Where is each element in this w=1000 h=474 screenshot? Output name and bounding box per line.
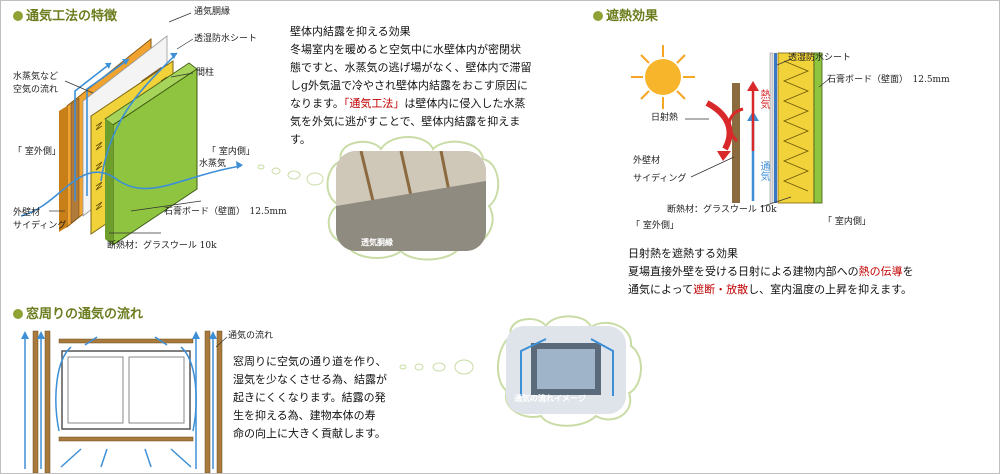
gypsum-board-2 <box>813 52 823 204</box>
cloud-caption-vent-batten: 透気胴縁 <box>361 238 393 247</box>
board-edge <box>105 119 113 245</box>
label-stud: 間柱 <box>196 68 215 78</box>
sun-icon <box>631 45 695 109</box>
window-flow-arrows <box>24 336 214 469</box>
label-heat-air: 熱気 <box>758 89 769 109</box>
ventilation-description: 壁体内結露を抑える効果 冬場室内を暖めると空気中に水壁体内が密閉状 態ですと、水… <box>290 23 560 149</box>
window-description: 窓周りに空気の通り道を作り、 湿気を少なくさせる為、結露が 起きにくくなります。… <box>233 355 387 440</box>
window-battens <box>32 330 223 473</box>
label-outdoor: 「 室外側」 <box>13 147 61 157</box>
arrow-heads <box>105 53 243 169</box>
leader-lines <box>49 12 202 234</box>
siding-edge <box>59 106 67 232</box>
label-exterior: 外壁材 サイディング <box>13 208 67 231</box>
label-ventilation: 通気 <box>758 161 769 181</box>
cloud-caption-window-flow: 通気の流れイメージ <box>514 394 586 403</box>
bullet-icon <box>13 11 23 21</box>
bullet-icon <box>13 309 23 319</box>
heat-shield-description: 日射熱を遮熱する効果 夏場直接外壁を受ける日射による建物内部への熱の伝導を 通気… <box>628 245 968 299</box>
window-pane-left <box>67 356 124 424</box>
bullet-icon <box>593 11 603 21</box>
section-heading-window: 窓周りの通気の流れ <box>13 307 143 323</box>
highlight-ventilation-method: 「通気工法」 <box>343 97 405 110</box>
cloud-2-photo <box>506 326 626 414</box>
solar-heat-arrow <box>705 100 733 151</box>
label-insulation: 断熱材：グラスウール 10k <box>107 241 217 251</box>
ventilation-wall-diagram <box>20 12 243 246</box>
section-heading-ventilation: 通気工法の特徴 <box>13 9 117 25</box>
bubble-dots-1 <box>257 164 324 186</box>
label-indoor: 「 室内側」 <box>207 147 255 157</box>
insulation-layer-2 <box>777 52 815 204</box>
body-title: 壁体内結露を抑える効果 <box>290 25 411 38</box>
cloud-1-photo <box>336 151 486 251</box>
highlight-heat-conduction: 熱の伝導 <box>858 265 903 278</box>
label-indoor-2: 「 室内側」 <box>823 217 871 227</box>
label-vapor: 水蒸気 <box>199 159 227 169</box>
siding-board <box>732 83 740 203</box>
body-title-2: 日射熱を遮熱する効果 <box>628 247 738 260</box>
label-flow: 通気の流れ <box>228 331 274 341</box>
window-pane-right <box>128 356 185 424</box>
label-vent-batten: 通気胴縁 <box>194 7 231 17</box>
label-board: 石膏ボード（壁面） 12.5mm <box>164 207 287 217</box>
label-board-2: 石膏ボード（壁面） 12.5mm <box>827 75 950 85</box>
label-exterior-2: 外壁材 サイディング <box>633 156 687 184</box>
label-vapor-air-flow: 水蒸気など 空気の流れ <box>13 72 59 95</box>
bubble-dots-2 <box>399 359 474 375</box>
section-heading-heat-shield: 遮熱効果 <box>593 9 658 25</box>
airflow-arrows <box>20 52 242 217</box>
moisture-sheet-2 <box>769 52 774 204</box>
label-solar-heat: 日射熱 <box>651 113 679 123</box>
label-outdoor-2: 「 室外側」 <box>631 221 679 231</box>
heat-shield-diagram <box>631 45 830 208</box>
highlight-block-dissipate: 遮断・放散 <box>693 283 749 296</box>
label-insulation-2: 断熱材：グラスウール 10k <box>667 205 777 215</box>
label-moisture-sheet-2: 透湿防水シート <box>788 53 852 63</box>
label-moisture-sheet: 透湿防水シート <box>194 34 258 44</box>
